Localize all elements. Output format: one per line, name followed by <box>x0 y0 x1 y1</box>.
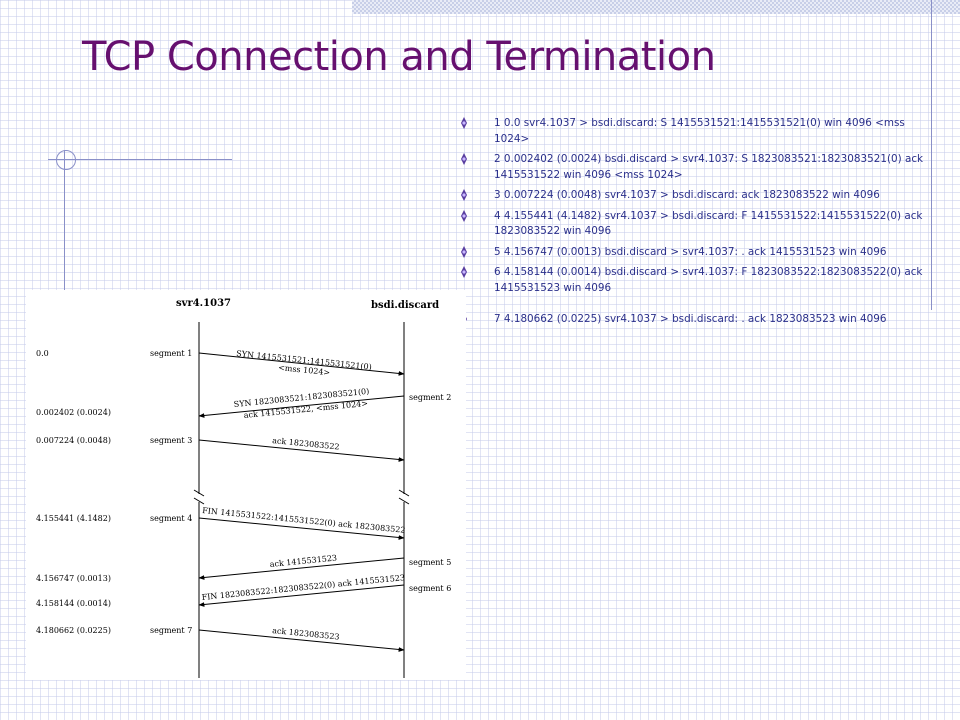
segment-label: segment 1 <box>150 349 192 358</box>
segment-arrow <box>198 629 405 652</box>
left-host-label: svr4.1037 <box>176 298 231 309</box>
segment-arrow <box>198 395 405 418</box>
decor-line-left <box>64 150 65 290</box>
time-label: 4.156747 (0.0013) <box>36 574 111 583</box>
time-label: 0.0 <box>36 349 49 358</box>
bullet-item: 7 4.180662 (0.0225) svr4.1037 > bsdi.dis… <box>456 312 936 328</box>
time-label: 4.155441 (4.1482) <box>36 514 111 523</box>
right-host-label: bsdi.discard <box>371 300 439 311</box>
bullet-list: 1 0.0 svr4.1037 > bsdi.discard: S 141553… <box>456 116 936 333</box>
left-timeline-break <box>193 489 205 505</box>
segment-label: segment 3 <box>150 436 192 445</box>
bullet-item: 2 0.002402 (0.0024) bsdi.discard > svr4.… <box>456 152 936 183</box>
bullet-item: 1 0.0 svr4.1037 > bsdi.discard: S 141553… <box>456 116 936 147</box>
bullet-text: 4 4.155441 (4.1482) svr4.1037 > bsdi.dis… <box>494 209 923 238</box>
arrow-label: ack 1823083522 <box>272 436 340 452</box>
diamond-bullet-icon <box>461 117 467 129</box>
time-label: 4.180662 (0.0225) <box>36 626 111 635</box>
bullet-item: 5 4.156747 (0.0013) bsdi.discard > svr4.… <box>456 245 936 261</box>
bullet-item: 3 0.007224 (0.0048) svr4.1037 > bsdi.dis… <box>456 188 936 204</box>
diamond-bullet-icon <box>461 266 467 278</box>
segment-label: segment 5 <box>409 558 451 567</box>
bullet-text: 5 4.156747 (0.0013) bsdi.discard > svr4.… <box>494 245 887 258</box>
diamond-bullet-icon <box>461 189 467 201</box>
decor-hline-left <box>48 159 232 160</box>
bullet-text: 2 0.002402 (0.0024) bsdi.discard > svr4.… <box>494 153 924 181</box>
segment-arrow <box>198 439 405 462</box>
time-label: 0.007224 (0.0048) <box>36 436 111 445</box>
bullet-text: 3 0.007224 (0.0048) svr4.1037 > bsdi.dis… <box>494 189 880 201</box>
arrow-label: ack 1415531523 <box>269 553 337 569</box>
diamond-bullet-icon <box>461 245 467 258</box>
segment-arrow <box>198 557 405 580</box>
bullet-item: 6 4.158144 (0.0014) bsdi.discard > svr4.… <box>456 265 936 296</box>
decor-line-right <box>931 0 932 310</box>
slide-title: TCP Connection and Termination <box>82 34 716 80</box>
segment-label: segment 7 <box>150 626 192 635</box>
bullet-text: 7 4.180662 (0.0225) svr4.1037 > bsdi.dis… <box>494 313 887 325</box>
diamond-bullet-icon <box>461 153 467 165</box>
tcp-sequence-diagram: svr4.1037 bsdi.discard 0.0 0.002402 (0.0… <box>26 290 466 680</box>
time-label: 0.002402 (0.0024) <box>36 408 111 417</box>
bullet-text: 6 4.158144 (0.0014) bsdi.discard > svr4.… <box>494 266 923 294</box>
right-timeline-break <box>398 489 410 505</box>
segment-label: segment 4 <box>150 514 192 523</box>
bullet-item: 4 4.155441 (4.1482) svr4.1037 > bsdi.dis… <box>456 209 936 240</box>
segment-arrow <box>198 352 405 376</box>
segment-label: segment 2 <box>409 393 451 402</box>
segment-arrow <box>198 584 405 607</box>
diamond-bullet-icon <box>461 209 467 222</box>
time-label: 4.158144 (0.0014) <box>36 599 111 608</box>
arrow-label: ack 1823083523 <box>272 626 340 642</box>
bullet-text: 1 0.0 svr4.1037 > bsdi.discard: S 141553… <box>494 117 905 145</box>
top-decor-band <box>352 0 960 14</box>
segment-arrow <box>198 517 405 540</box>
decor-circle <box>56 150 76 170</box>
arrow-label: FIN 1415531522:1415531522(0) ack 1823083… <box>202 506 406 535</box>
segment-label: segment 6 <box>409 584 451 593</box>
